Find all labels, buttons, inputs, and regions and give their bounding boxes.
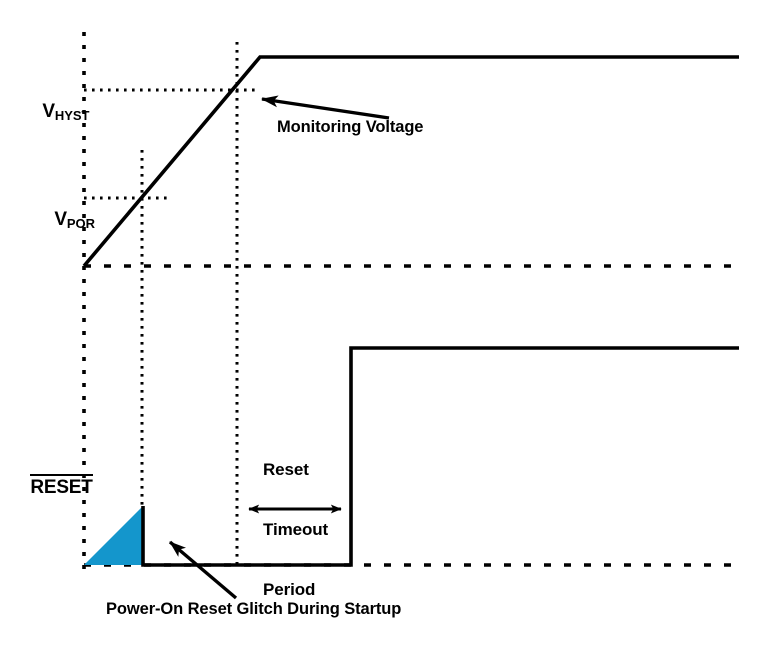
monitoring-voltage-callout-arrow: [261, 95, 390, 120]
reset-timeout-line-1: Reset: [263, 460, 309, 480]
v-por-symbol: V: [54, 209, 67, 231]
monitoring-voltage-trace: [82, 55, 739, 268]
reset-trace: [141, 346, 739, 567]
v-hyst-subscript: HYST: [54, 108, 90, 124]
v-por-axis-label: VPOR: [34, 187, 95, 254]
monitoring-voltage-callout-label: Monitoring Voltage: [277, 118, 424, 136]
v-hyst-axis-label: VHYST: [22, 79, 89, 146]
reset-timeout-period-label: Reset Timeout Period: [263, 420, 328, 641]
reset-label-text: RESET: [30, 474, 93, 499]
power-on-reset-glitch-label: Power-On Reset Glitch During Startup: [106, 600, 402, 618]
reset-timeout-line-3: Period: [263, 580, 316, 600]
glitch-callout-arrow: [168, 540, 238, 600]
reset-timeout-line-2: Timeout: [263, 520, 329, 540]
v-hyst-symbol: V: [42, 101, 55, 123]
v-por-subscript: POR: [66, 216, 95, 232]
power-on-reset-glitch-shape: [84, 506, 143, 565]
reset-signal-label: RESET: [10, 452, 93, 522]
